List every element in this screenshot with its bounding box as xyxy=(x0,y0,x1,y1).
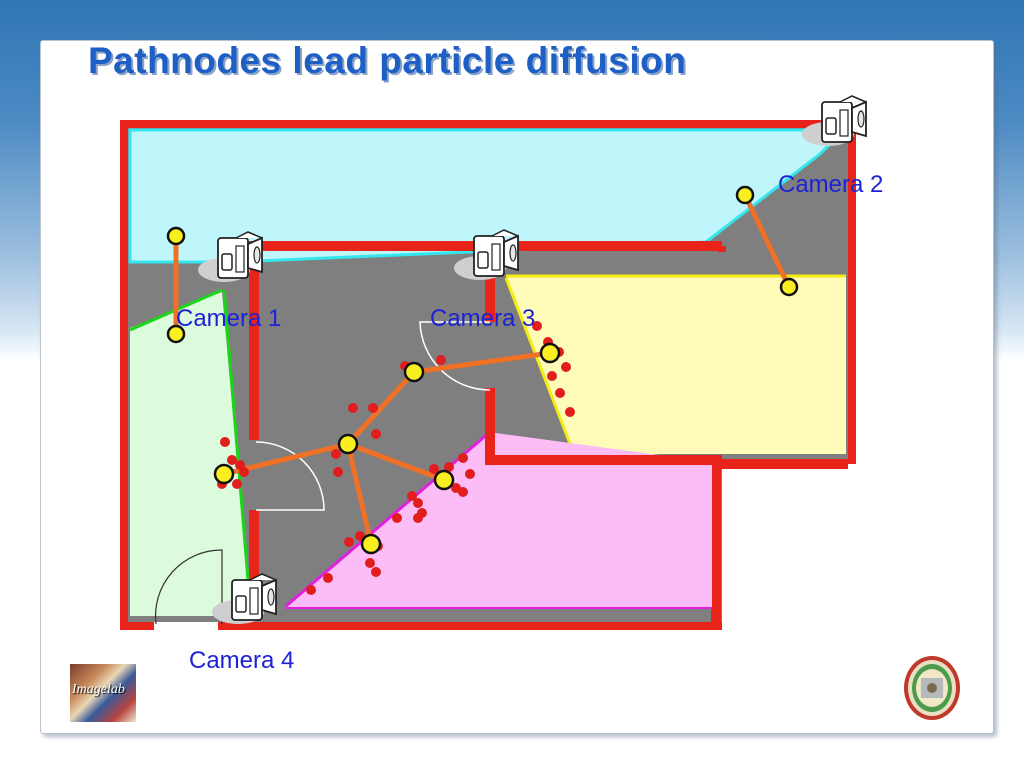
pathnode xyxy=(737,187,753,203)
university-seal-logo xyxy=(902,654,962,722)
particle xyxy=(465,469,475,479)
pathnode xyxy=(405,363,423,381)
door-gap-entrance xyxy=(154,622,218,632)
particle xyxy=(344,537,354,547)
pathnode xyxy=(781,279,797,295)
particle xyxy=(561,362,571,372)
particle xyxy=(413,513,423,523)
pathnode xyxy=(435,471,453,489)
particle xyxy=(458,453,468,463)
camera-1-label: Camera 1 xyxy=(176,305,281,332)
imagelab-logo: Imagelab xyxy=(70,664,136,722)
particle xyxy=(232,479,242,489)
pathnode xyxy=(541,344,559,362)
particle xyxy=(555,388,565,398)
particle xyxy=(413,498,423,508)
particle xyxy=(371,429,381,439)
particle xyxy=(239,467,249,477)
particle xyxy=(565,407,575,417)
particle xyxy=(331,449,341,459)
pathnode xyxy=(168,228,184,244)
camera-3-label: Camera 3 xyxy=(430,305,535,332)
particle xyxy=(333,467,343,477)
outside-area xyxy=(722,464,856,632)
imagelab-logo-text: Imagelab xyxy=(72,682,125,698)
particle xyxy=(220,437,230,447)
particle xyxy=(371,567,381,577)
particle xyxy=(348,403,358,413)
camera-2-label: Camera 2 xyxy=(778,171,883,198)
particle xyxy=(306,585,316,595)
particle xyxy=(458,487,468,497)
pathnode xyxy=(339,435,357,453)
particle xyxy=(323,573,333,583)
pathnode xyxy=(215,465,233,483)
door-gap-left xyxy=(249,440,261,510)
particle xyxy=(392,513,402,523)
particle xyxy=(436,355,446,365)
particle xyxy=(365,558,375,568)
pathnode xyxy=(362,535,380,553)
particle xyxy=(368,403,378,413)
particle xyxy=(547,371,557,381)
camera-4-label: Camera 4 xyxy=(189,647,294,674)
